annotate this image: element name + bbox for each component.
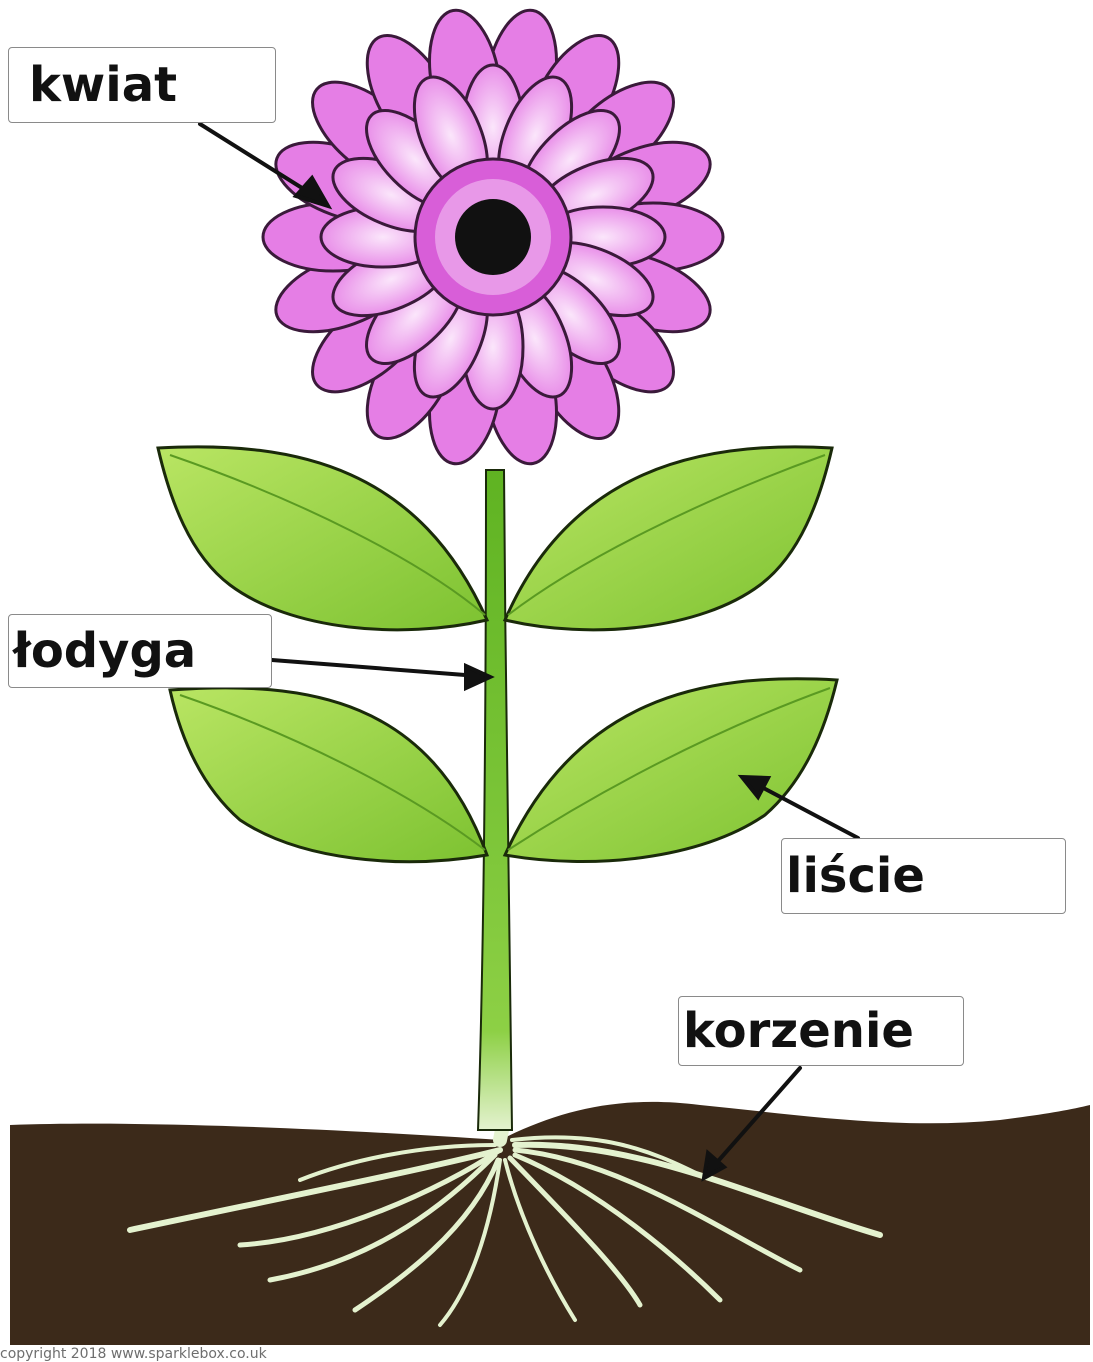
flower-center — [455, 199, 531, 275]
label-korzenie-text: korzenie — [683, 1007, 914, 1055]
label-lodyga-text: łodyga — [13, 627, 196, 675]
flower-icon — [263, 5, 723, 470]
label-korzenie: korzenie — [678, 996, 964, 1066]
label-kwiat-text: kwiat — [29, 61, 177, 109]
label-liscie-text: liście — [786, 852, 925, 900]
label-lodyga: łodyga — [8, 614, 272, 688]
label-liscie: liście — [781, 838, 1066, 914]
label-kwiat: kwiat — [8, 47, 276, 123]
copyright-text: copyright 2018 www.sparklebox.co.uk — [0, 1346, 267, 1362]
stem-icon — [478, 470, 512, 1130]
